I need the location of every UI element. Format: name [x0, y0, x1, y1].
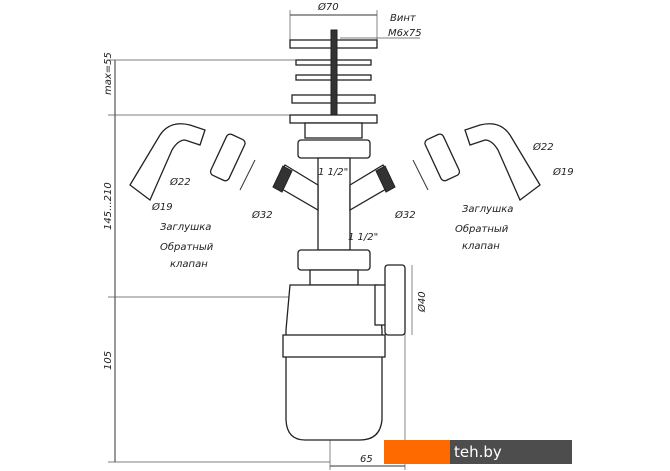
- right-valve-label-1: Обратный: [455, 223, 509, 235]
- outlet-diameter-label: Ø40: [416, 291, 428, 313]
- bottom-height-label: 105: [103, 351, 114, 370]
- siphon-body: [272, 29, 406, 441]
- offset-label: 65: [360, 454, 373, 465]
- thread-upper-label: 1 1/2": [318, 167, 348, 178]
- watermark-text: teh.by: [450, 440, 572, 464]
- max-height-label: max=55: [103, 52, 114, 95]
- right-plug-label: Заглушка: [462, 204, 513, 215]
- watermark-orange-block: [384, 440, 450, 464]
- right-valve-label-2: клапан: [462, 241, 500, 252]
- left-valve-label-2: клапан: [170, 259, 208, 270]
- left-hose: [129, 123, 256, 202]
- watermark: teh.by: [384, 440, 572, 464]
- adjust-range-label: 145...210: [103, 182, 114, 230]
- thread-lower-label: 1 1/2": [348, 232, 378, 243]
- left-d32-label: Ø32: [251, 209, 273, 221]
- right-hose: [412, 123, 541, 202]
- left-valve-label-1: Обратный: [160, 241, 214, 253]
- left-d22-label: Ø22: [169, 176, 191, 188]
- right-d32-label: Ø32: [394, 209, 416, 221]
- top-diameter-label: Ø70: [317, 1, 339, 13]
- screw-label: Винт: [390, 13, 417, 24]
- left-d19-label: Ø19: [151, 201, 173, 213]
- right-d22-label: Ø22: [532, 141, 554, 153]
- screw-size-label: M6x75: [388, 28, 422, 39]
- right-d19-label: Ø19: [552, 166, 574, 178]
- left-plug-label: Заглушка: [160, 222, 211, 233]
